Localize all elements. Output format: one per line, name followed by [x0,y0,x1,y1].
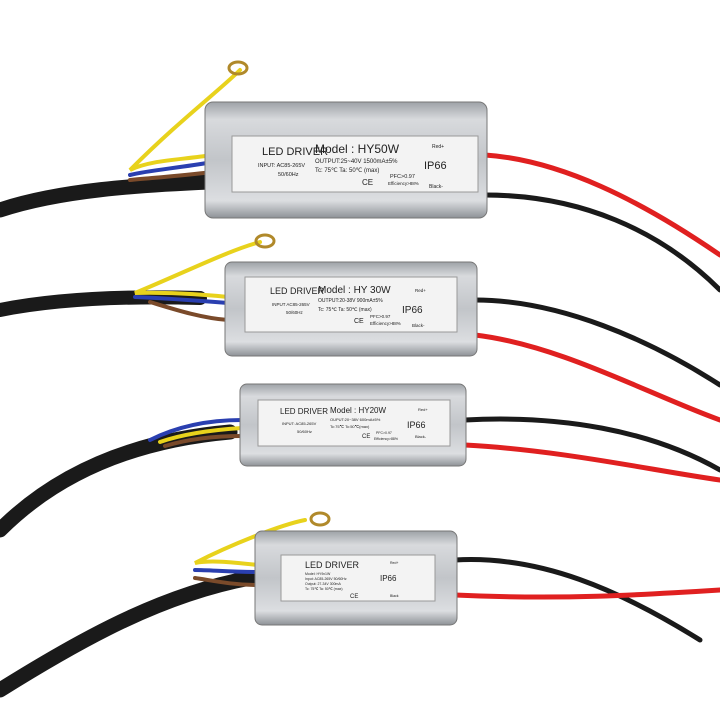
led-driver-hy20w: LED DRIVER Model : HY20W INPUT: AC85-265… [239,383,467,467]
output-text: OUPUT:20~38V 600mA±5% [330,417,381,422]
temps-text: Tc: 75℃ Ta: 50℃ (max) [305,587,343,591]
output-text: Output: 27-34V 300mA [305,582,341,586]
led-driver-hy50w: LED DRIVER Model : HY50W INPUT: AC85-265… [204,101,488,219]
freq-text: 50/60Hz [278,172,299,178]
model-text: Model : HY 30W [318,285,391,296]
efficiency-text: Efficiency>88% [388,181,419,186]
model-text: Model : HY20W [330,406,386,415]
red-wire-2 [472,332,720,423]
freq-text: 50/60Hz [297,429,312,434]
ip-rating: IP66 [402,305,423,316]
blue-wire-4 [193,568,260,574]
input-text: INPUT: AC85-265V [282,421,317,426]
red-label: Red+ [432,144,444,150]
title-text: LED DRIVER [305,560,360,570]
black-cable-1 [0,174,218,218]
black-label: Black- [412,323,425,328]
temps-text: Tc:75℃ Tc:50℃(max) [330,424,370,429]
black-label: Black [390,594,399,598]
model-text: Model : HY50W [315,142,400,156]
ip-rating: IP66 [407,420,426,430]
brown-wire-1 [128,170,214,182]
temps-text: Tc: 75℃ Ta: 50℃ (max) [318,307,372,313]
black-label: Black- [415,434,427,439]
output-text: OUTPUT:25~40V 1500mA±5% [315,159,398,165]
black-wire-1 [482,192,720,293]
black-wire-3 [462,416,720,473]
red-wire-1 [482,152,720,258]
black-wire-2 [472,297,720,388]
pfc-text: PFC>0.97 [370,314,391,319]
brown-wire-3 [163,434,244,448]
ip-rating: IP66 [424,160,447,172]
input-text: INPUT AC85-265V [272,302,310,307]
temps-text: Tc: 75℃ Ta: 50℃ (max) [315,168,379,174]
model-text: Model: HY9x1W [305,572,331,576]
red-wire-4 [452,587,720,600]
black-label: Black- [429,184,443,190]
black-wire-4 [452,557,703,643]
red-label: Red+ [418,407,428,412]
pfc-text: PFC>0.97 [390,174,415,180]
ce-mark: CE [362,178,373,187]
title-text: LED DRIVER [262,146,328,158]
red-wire-3 [462,442,720,483]
input-text: INPUT: AC85-265V [258,163,305,169]
brown-wire-2 [148,300,230,322]
brown-wire-4 [193,576,260,587]
black-cable-3 [0,424,238,538]
blue-wire-3 [148,418,244,442]
yellow-wire-3 [158,426,244,444]
ce-mark: CE [354,318,364,325]
ring-terminal-4 [309,511,331,527]
ce-mark: CE [362,434,370,440]
freq-text: 50/60Hz [286,310,304,315]
yellow-wire-4 [194,518,307,567]
led-driver-hy30w: LED DRIVER Model : HY 30W INPUT AC85-265… [224,261,478,357]
efficiency-text: Efficiency>88% [374,437,398,441]
red-label: Red+ [390,561,398,565]
yellow-wire-2 [134,240,262,299]
input-text: Input: AC85-265V 50/60Hz [305,577,347,581]
led-driver-hy9x1w: LED DRIVER Model: HY9x1W Input: AC85-265… [254,530,458,626]
ip-rating: IP66 [380,574,397,583]
pfc-text: PFC>0.97 [376,431,392,435]
yellow-wire-1 [128,68,242,172]
blue-wire-2 [133,295,230,305]
title-text: LED DRIVER [280,407,328,416]
ring-terminal-2 [254,233,276,249]
output-text: OUTPUT:20-38V 900mA±5% [318,298,383,304]
title-text: LED DRIVER [270,286,325,296]
cables [0,60,720,698]
black-cable-4 [0,570,258,698]
ce-mark: CE [350,594,358,600]
ring-terminal-1 [227,60,249,76]
blue-wire-1 [128,160,214,177]
efficiency-text: Efficiency>88% [370,321,401,326]
red-label: Red+ [415,288,426,293]
